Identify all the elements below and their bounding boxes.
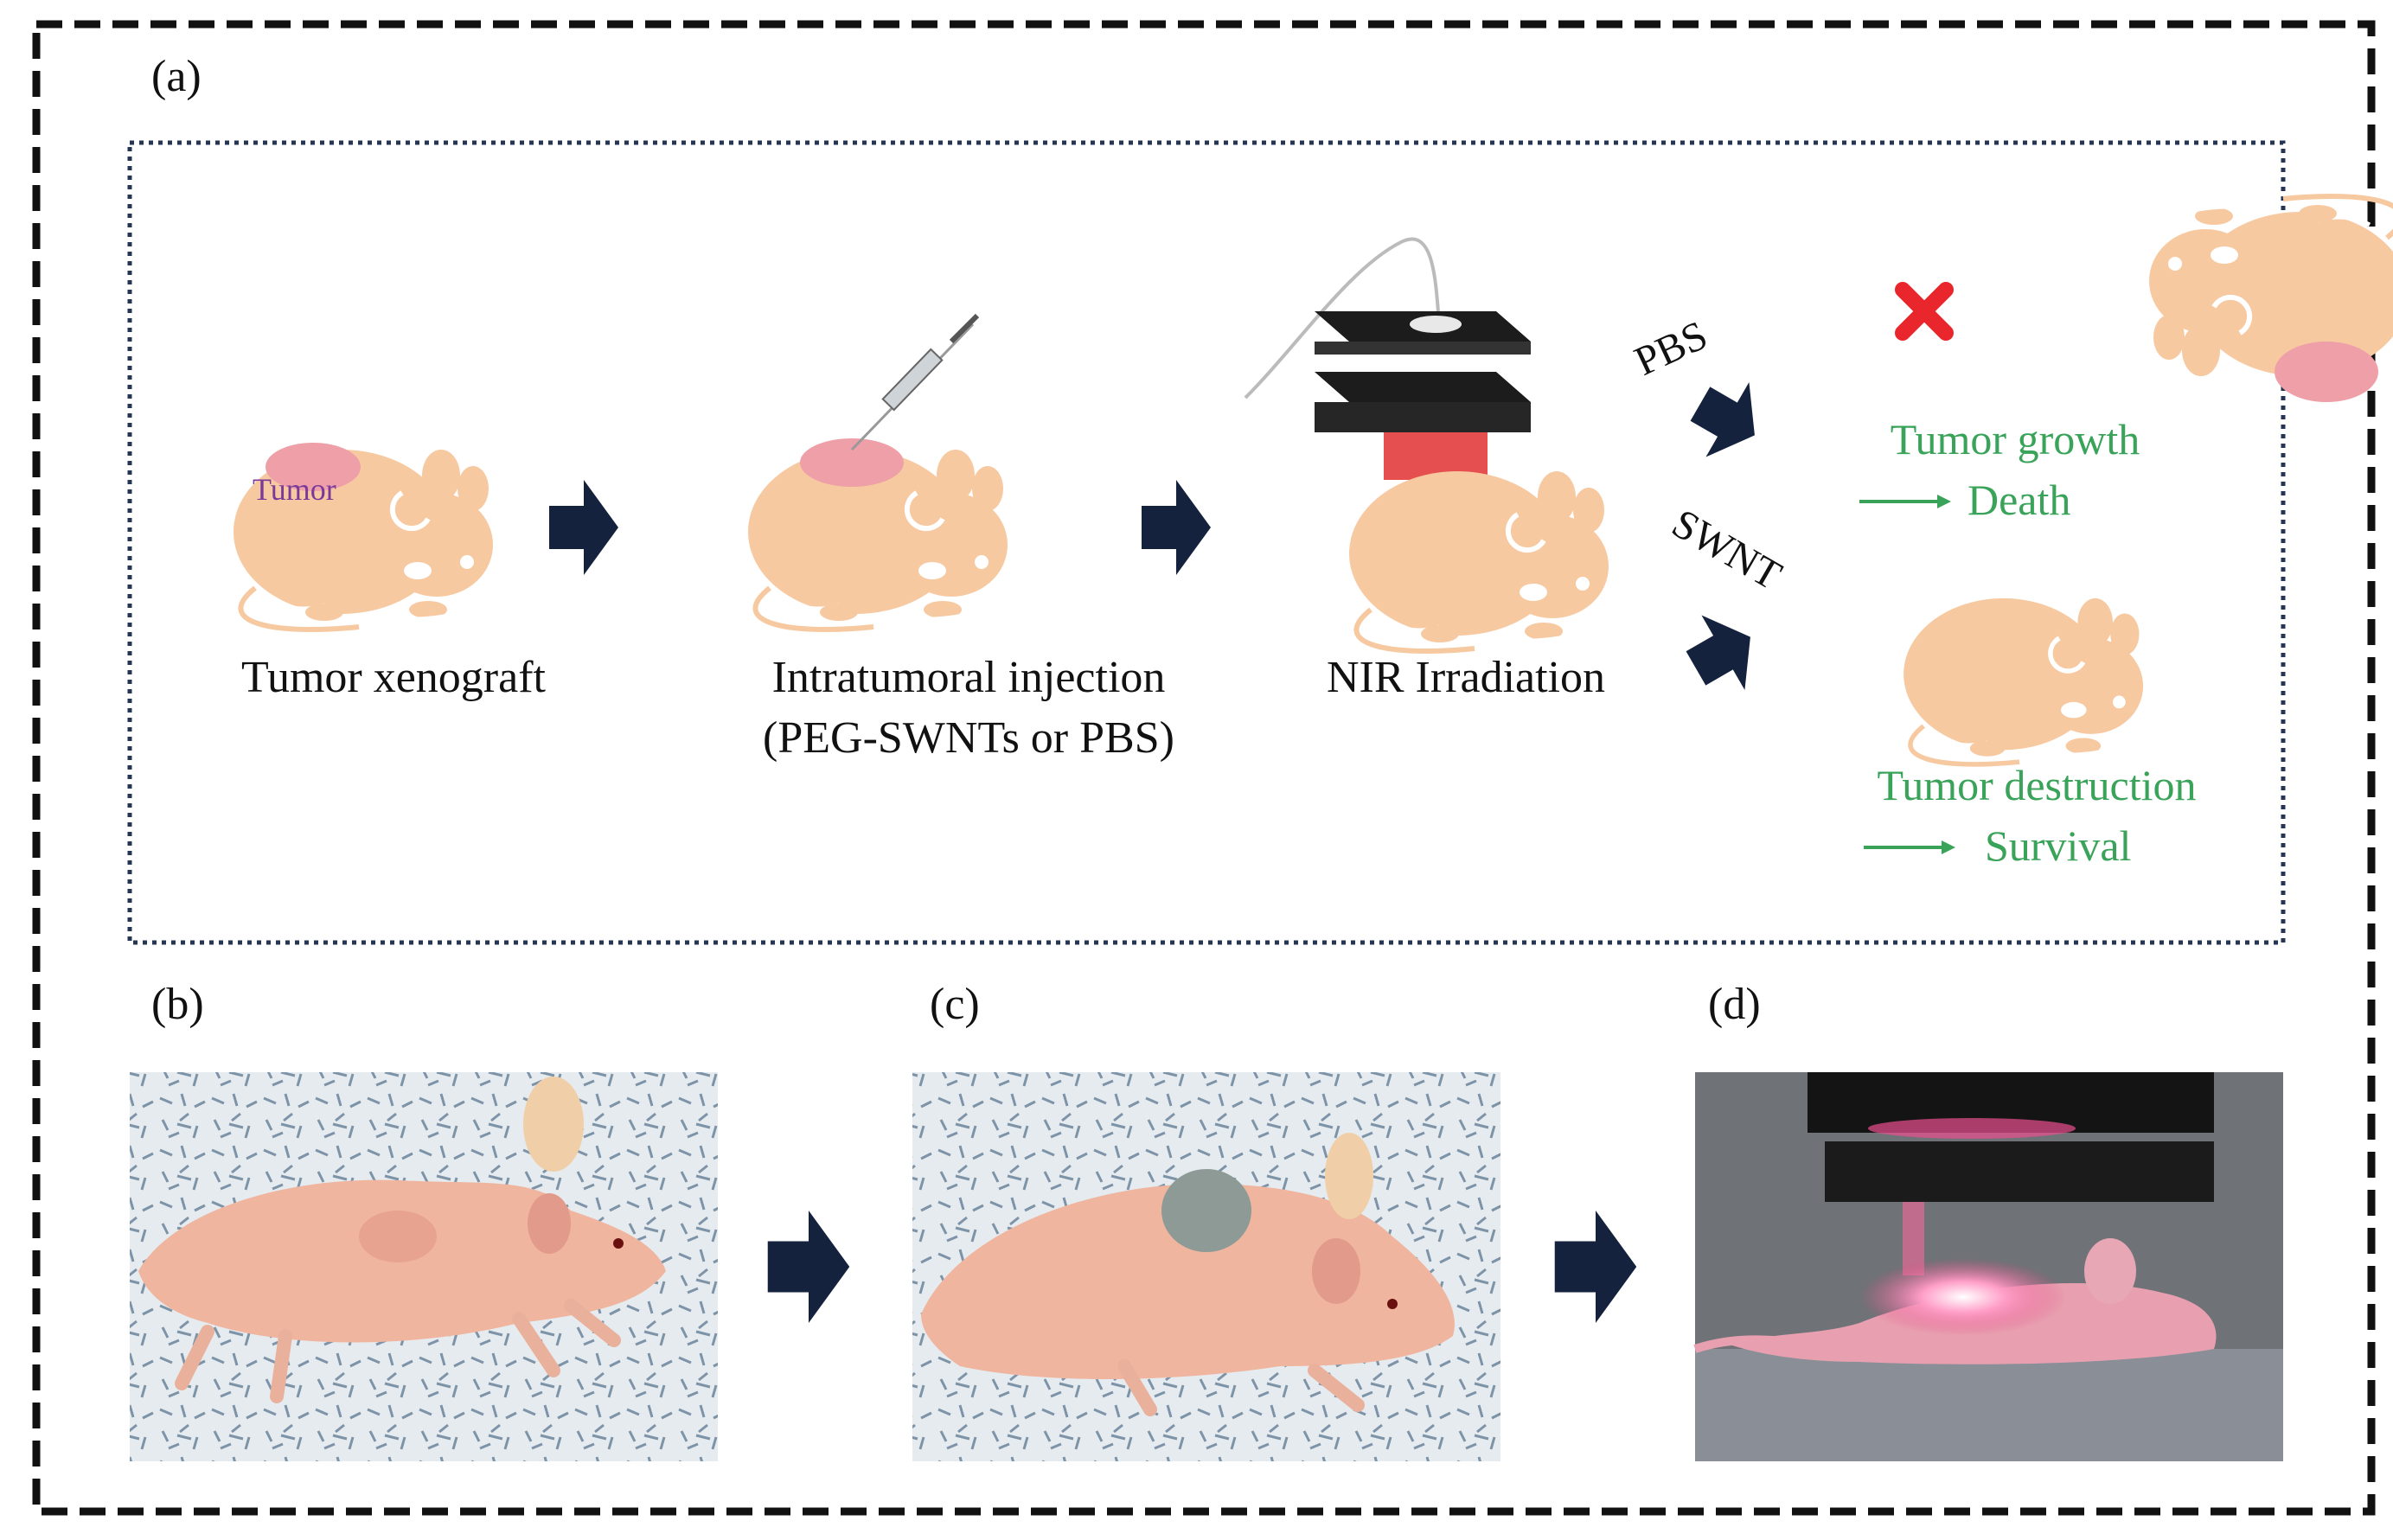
schematic-box [127, 140, 2286, 945]
step-irradiation-label: NIR Irradiation [1327, 653, 1605, 702]
arrow-2-icon [1142, 480, 1211, 575]
mouse-xenograft: Tumor [234, 443, 493, 629]
outcome-pbs-line-1: Tumor growth [1891, 415, 2140, 463]
panel-label-d: (d) [1708, 980, 1761, 1029]
arrow-c-d-icon [1554, 1211, 1637, 1323]
arrow-pbs-icon [1678, 366, 1776, 473]
photo-d [1693, 1072, 2283, 1461]
step-injection-label-1: Intratumoral injection [772, 653, 1166, 702]
branch-pbs-label: PBS [1628, 312, 1714, 385]
step-injection-label-2: (PEG-SWNTs or PBS) [763, 713, 1174, 763]
photo-b [130, 1072, 718, 1461]
outer-border [32, 20, 2376, 1516]
green-arrow-2-icon [1864, 840, 1955, 854]
panel-label-c: (c) [930, 980, 980, 1029]
outcome-swnt-line-1: Tumor destruction [1878, 761, 2197, 809]
arrow-swnt-icon [1673, 599, 1772, 706]
outcome-swnt-line-2: Survival [1985, 821, 2131, 870]
nir-irradiation [1244, 237, 1609, 651]
mouse-injection [748, 313, 1008, 629]
cross-icon [1895, 282, 1954, 341]
mouse-dead [2149, 196, 2393, 402]
arrow-b-c-icon [767, 1211, 850, 1323]
outcome-pbs-line-2: Death [1968, 476, 2070, 524]
panel-label-b: (b) [151, 980, 204, 1029]
photo-c [912, 1072, 1500, 1461]
green-arrow-icon [1859, 495, 1951, 508]
mouse-survival [1904, 598, 2143, 764]
arrow-1-icon [549, 480, 618, 575]
tumor-label: Tumor [253, 472, 336, 507]
step-xenograft-label: Tumor xenograft [241, 653, 546, 702]
syringe-icon [850, 313, 980, 451]
branch-swnt-label: SWNT [1665, 501, 1789, 599]
panel-label-a: (a) [151, 52, 202, 101]
